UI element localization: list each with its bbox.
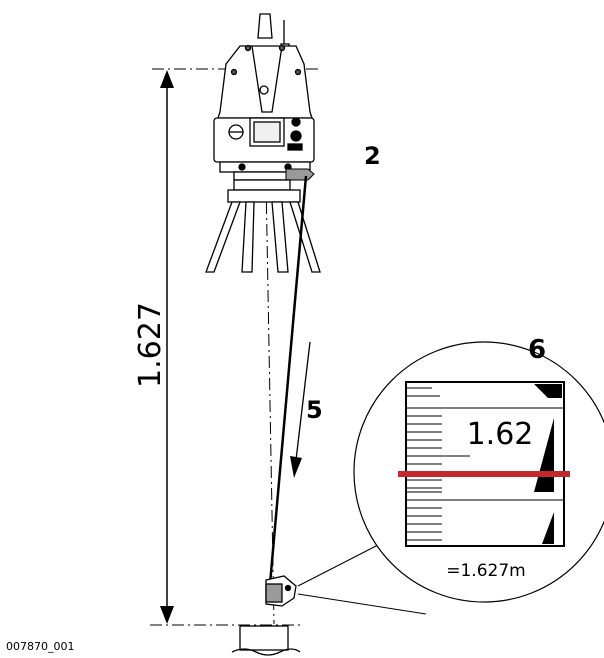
tripod-leg-right [289,201,321,273]
callout-6: 6 [528,335,546,365]
tape-hook [285,168,315,181]
magnifier-leader-bottom [297,593,427,615]
ground-marker [231,625,301,656]
tripod-center-column [241,201,255,273]
height-label: 1.627 [133,302,168,388]
height-dimension-arrow [160,70,174,624]
magnifier-leader-top [297,544,379,587]
tripod-leg-left [205,201,241,273]
tape-reel [265,575,297,607]
measuring-tape [268,175,308,585]
callout-2: 2 [364,142,381,170]
reading-label: =1.627m [446,561,525,581]
total-station [213,13,315,181]
scale-marker-bottom [542,512,554,544]
scale-marker-top [534,384,562,398]
callout-5: 5 [306,396,323,424]
instrument-handle [257,13,273,39]
tripod [205,179,321,273]
instrument-head [217,45,313,119]
figure-id: 007870_001 [6,640,75,653]
tape-scale-detail [405,381,565,547]
direction-arrow [290,341,311,478]
scale-value-label: 1.62 [467,417,534,452]
